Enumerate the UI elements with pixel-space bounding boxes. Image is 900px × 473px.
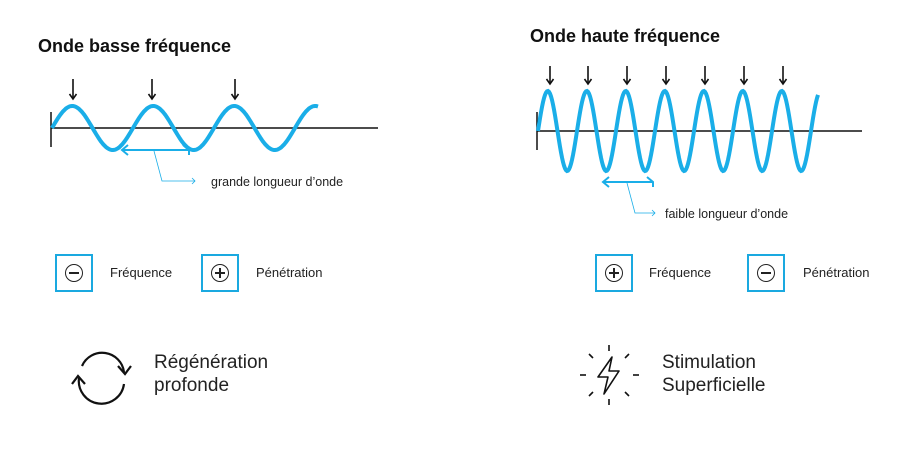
effect-line: Superficielle (662, 375, 766, 396)
down-arrow-head (68, 93, 78, 101)
burst-ray (588, 391, 594, 397)
low-penetration-label: Pénétration (256, 265, 323, 280)
burst-ray (588, 353, 594, 359)
long-wavelength-label: grande longueur d’onde (211, 175, 344, 189)
high-frequency-plus-box (595, 254, 633, 292)
high-penetration-minus-box (747, 254, 785, 292)
lightning-burst-icon (597, 356, 620, 395)
minus-icon (65, 264, 83, 282)
burst-ray (624, 391, 630, 397)
down-arrow-head (622, 78, 632, 86)
refresh-cycle-icon (77, 377, 126, 405)
high-frequency-label: Fréquence (649, 265, 712, 280)
burst-ray (624, 353, 630, 359)
low-frequency-label: Fréquence (110, 265, 173, 280)
refresh-cycle-icon (80, 351, 126, 373)
effect-line: profonde (154, 375, 230, 396)
refresh-arrow-head (71, 374, 86, 385)
down-arrow-head (583, 78, 593, 86)
label-connector (153, 150, 196, 185)
down-arrow-head (700, 78, 710, 86)
low-frequency-minus-box (55, 254, 93, 292)
effect-line: Régénération (154, 352, 269, 373)
arrow-heads (120, 144, 190, 156)
plus-icon (605, 264, 623, 282)
high-penetration-label: Pénétration (803, 265, 870, 280)
minus-icon (757, 264, 775, 282)
down-arrow-head (147, 93, 157, 101)
high-frequency-title: Onde haute fréquence (530, 26, 721, 46)
effect-line: Stimulation (662, 352, 756, 373)
high-frequency-wave (536, 88, 820, 174)
label-connector (626, 182, 656, 217)
down-arrow-head (545, 78, 555, 86)
refresh-arrow-head (117, 365, 132, 376)
down-arrow-head (230, 93, 240, 101)
low-frequency-title: Onde basse fréquence (38, 36, 232, 56)
low-frequency-wave (50, 104, 319, 152)
low-penetration-plus-box (201, 254, 239, 292)
down-arrow-head (739, 78, 749, 86)
plus-icon (211, 264, 229, 282)
short-wavelength-label: faible longueur d’onde (665, 207, 789, 221)
down-arrow-head (661, 78, 671, 86)
arrow-heads (601, 176, 654, 188)
down-arrow-head (778, 78, 788, 86)
